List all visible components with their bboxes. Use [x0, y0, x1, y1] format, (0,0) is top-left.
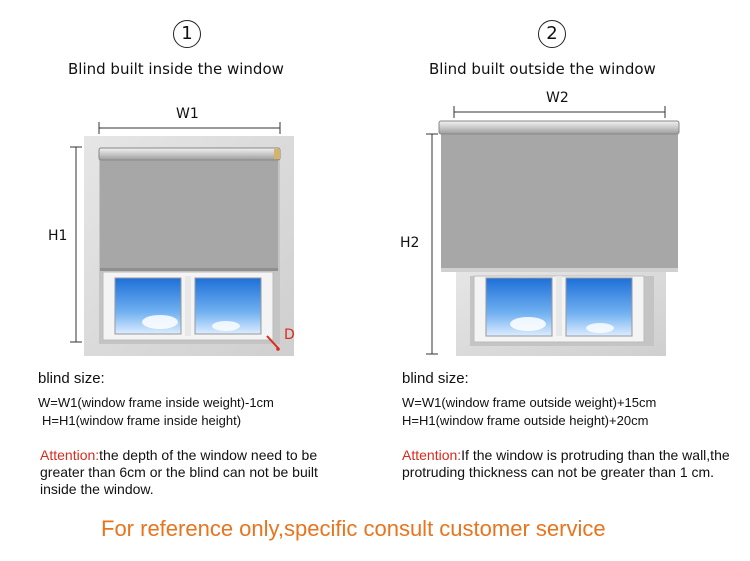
inside-size-title: blind size: — [38, 370, 105, 387]
attention-text: the depth of the window need to be great… — [40, 447, 318, 497]
section-number-2: 2 — [538, 20, 566, 48]
section-number-1: 1 — [173, 20, 201, 48]
outside-heading: Blind built outside the window — [429, 60, 656, 78]
inside-formula-width: W=W1(window frame inside weight)-1cm — [38, 395, 274, 410]
depth-label: D — [284, 327, 295, 343]
inside-attention-note: Attention:the depth of the window need t… — [40, 447, 340, 498]
w2-label: W2 — [546, 90, 569, 106]
h1-dimension-line — [70, 146, 82, 343]
h2-label: H2 — [400, 235, 420, 251]
w1-dimension-line — [98, 122, 281, 134]
outside-formula-width: W=W1(window frame outside weight)+15cm — [402, 395, 657, 410]
w1-label: W1 — [176, 106, 199, 122]
h1-label: H1 — [48, 228, 68, 244]
outside-formula-height: H=H1(window frame outside height)+20cm — [402, 413, 649, 428]
footer-note: For reference only,specific consult cust… — [101, 516, 606, 541]
attention-word: Attention: — [40, 447, 100, 463]
h2-dimension-line — [426, 133, 438, 355]
inside-window-illustration — [84, 136, 294, 356]
w2-dimension-line — [453, 106, 666, 118]
attention-word: Attention: — [402, 447, 462, 463]
outside-window-illustration — [438, 120, 680, 356]
outside-attention-note: Attention:If the window is protruding th… — [402, 447, 732, 481]
outside-size-title: blind size: — [402, 370, 469, 387]
attention-text: If the window is protruding than the wal… — [402, 447, 730, 480]
inside-formula-height: H=H1(window frame inside height) — [42, 413, 242, 428]
inside-heading: Blind built inside the window — [68, 60, 284, 78]
